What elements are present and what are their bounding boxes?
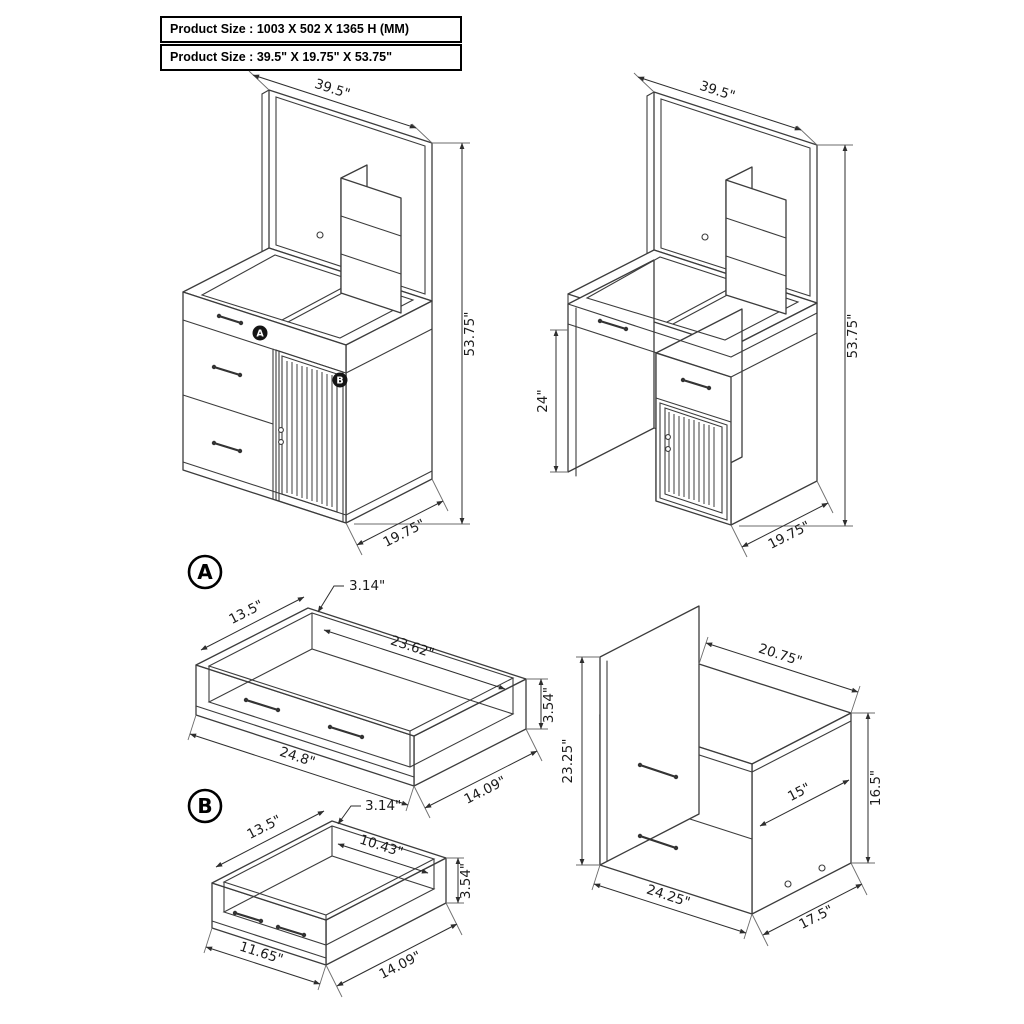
part-marker-a-label: A: [256, 329, 264, 340]
drawer-b-detail: 3.14" 13.5" 10.43" 3.54" 11.65" 14.09": [203, 798, 474, 998]
product-size-inch: Product Size : 39.5" X 19.75" X 53.75": [160, 44, 462, 71]
foot-hole: [784, 880, 792, 888]
door-knob: [278, 427, 284, 433]
detail-marker-a: A: [187, 554, 223, 590]
dim-knee-height-label: 24": [535, 389, 551, 412]
mirror-shelf-unit: [725, 166, 787, 315]
part-marker-b-label: B: [336, 376, 343, 387]
detail-marker-a-label: A: [197, 560, 213, 584]
drawer-handles: [232, 910, 307, 938]
vanity-open-view: 39.5" 53.75" 24" 19.75": [535, 72, 861, 558]
foot-hole: [818, 864, 826, 872]
drawer-handles: [597, 318, 712, 391]
dim-total-height-label: 23.25": [560, 739, 576, 784]
detail-marker-b: B: [187, 788, 223, 824]
dimensions: 3.14" 13.5" 23.62" 3.54" 24.8" 14.09": [187, 578, 557, 819]
dim-height-label: 53.75": [845, 314, 861, 359]
dim-height-label: 3.54": [458, 863, 474, 899]
mirror-shelf-unit: [340, 164, 402, 314]
dim-cabinet-height-label: 16.5": [868, 770, 884, 806]
drawer-a-detail: 3.14" 13.5" 23.62" 3.54" 24.8" 14.09": [187, 578, 557, 819]
dim-width-label: 39.5": [698, 78, 737, 104]
slatted-door: [275, 349, 344, 523]
dim-lip-label: 3.14": [349, 578, 385, 594]
pedestal-detail: 23.25" 20.75" 15" 16.5" 24.25" 17.5": [560, 605, 884, 947]
part-marker-a: A: [252, 325, 268, 341]
mirror-light-dot: [316, 231, 324, 239]
dim-inner-depth-label: 13.5": [226, 597, 266, 628]
slatted-door: [655, 397, 732, 521]
dim-width-label: 39.5": [313, 76, 352, 102]
vanity-front-view: A B 39.5" 53.75" 19.75": [182, 70, 478, 556]
dim-height-label: 3.54": [541, 687, 557, 723]
drawer-handles: [637, 762, 679, 851]
part-marker-b: B: [332, 372, 348, 388]
product-size-mm: Product Size : 1003 X 502 X 1365 H (MM): [160, 16, 462, 43]
side-panel: [599, 605, 700, 866]
dim-outer-depth-label: 14.09": [462, 773, 509, 808]
dim-inner-depth-label: 13.5": [244, 812, 284, 843]
dim-lip-label: 3.14": [365, 798, 401, 814]
drawer-handles: [211, 313, 244, 454]
detail-marker-b-label: B: [197, 794, 212, 818]
door-knob: [665, 446, 671, 452]
mirror-light-dot: [701, 233, 709, 241]
top-thickness: [567, 293, 818, 378]
dim-depth-label: 17.5": [796, 902, 836, 933]
door-knob: [278, 439, 284, 445]
door-knob: [665, 434, 671, 440]
dim-top-depth-label: 20.75": [756, 641, 804, 670]
dim-height-label: 53.75": [462, 312, 478, 357]
